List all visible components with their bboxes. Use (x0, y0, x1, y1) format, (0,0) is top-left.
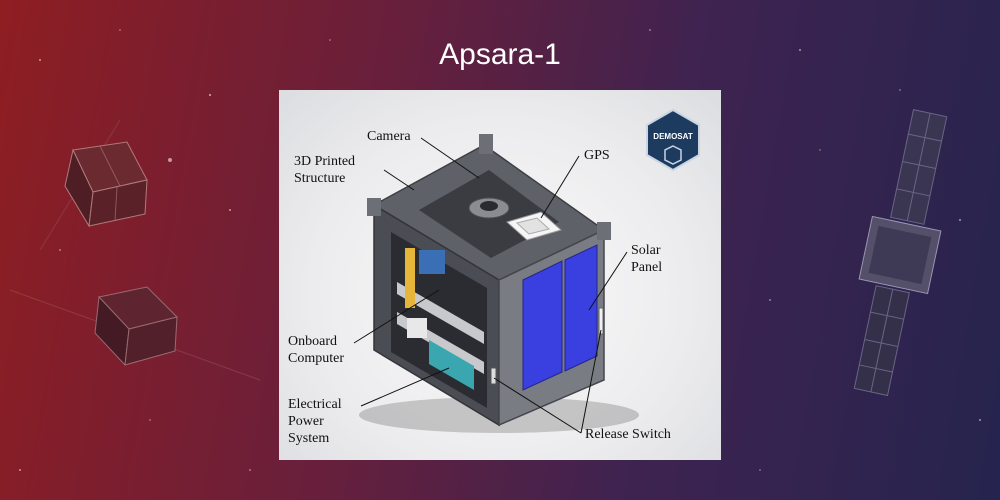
cubesat-illustration-bottom-left (94, 286, 178, 367)
label-release-switch: Release Switch (585, 427, 671, 442)
label-3d-printed-structure: 3D Printed Structure (294, 154, 356, 186)
cubesat-render (353, 134, 639, 434)
cubesat-illustration-top-left (64, 141, 148, 228)
demosat-logo: DEMOSAT (646, 108, 700, 172)
label-electrical-power-system: Electrical Power System (288, 397, 342, 446)
label-camera: Camera (367, 129, 411, 144)
demosat-logo-text: DEMOSAT (653, 132, 693, 141)
satellite-illustration-right (853, 109, 948, 397)
cubesat-diagram: DEMOSAT Camera 3D Printed Structure GPS … (279, 90, 721, 460)
label-gps: GPS (584, 148, 610, 163)
slide-title: Apsara-1 (439, 38, 561, 71)
label-onboard-computer: Onboard Computer (288, 334, 344, 366)
label-solar-panel: Solar Panel (631, 243, 663, 275)
